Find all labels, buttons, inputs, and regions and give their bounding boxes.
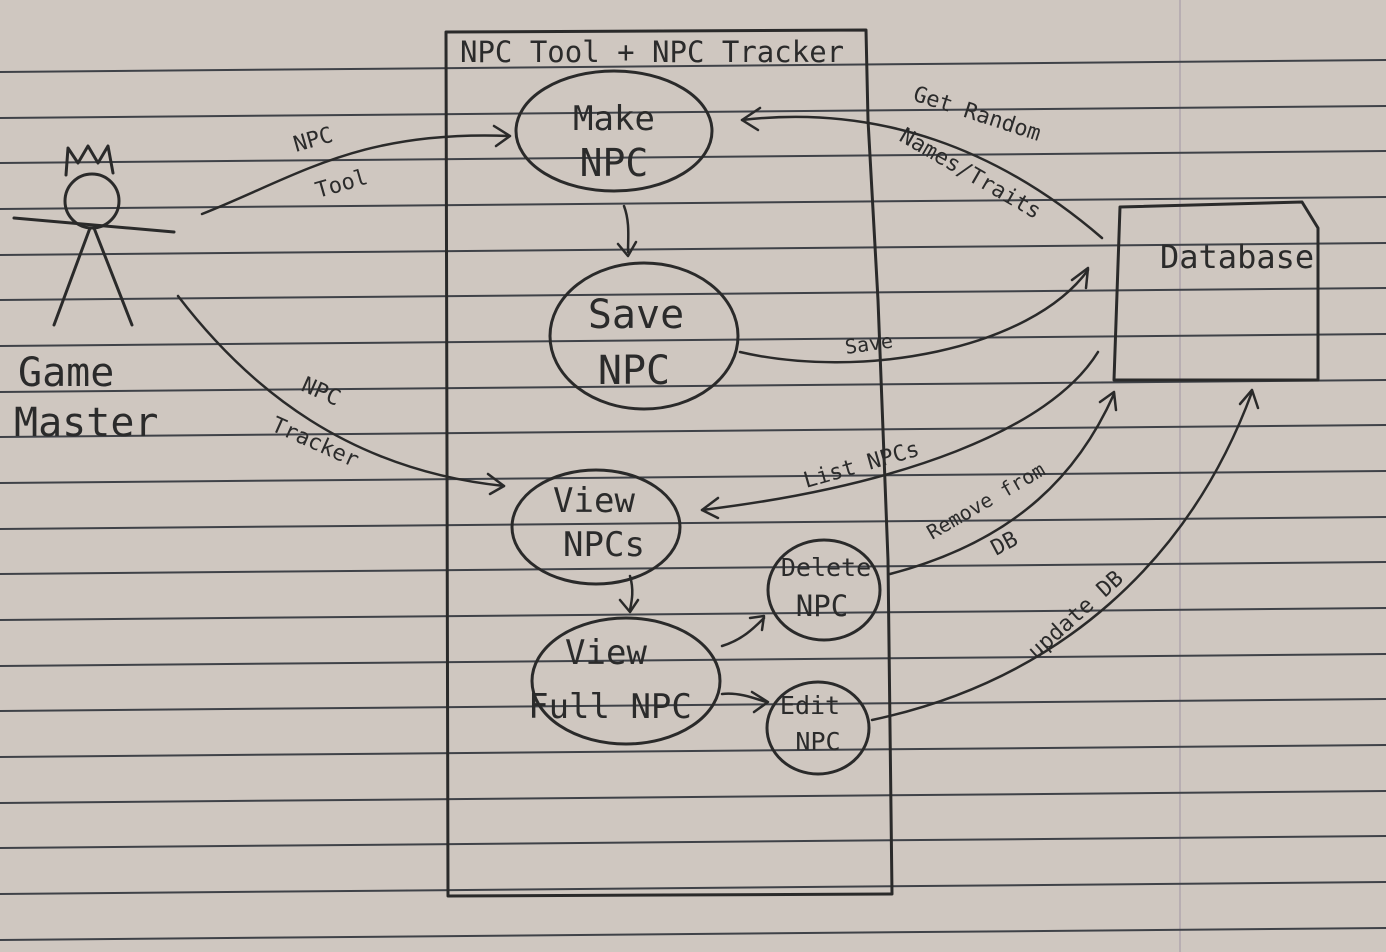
- view-full-npc-line2: Full NPC: [528, 687, 692, 727]
- save-npc-line1: Save: [588, 292, 684, 338]
- use-case-edit-npc: Edit NPC: [765, 680, 871, 776]
- view-full-npc-ellipse: [530, 616, 722, 746]
- list-npcs-label: List NPCs: [801, 437, 922, 494]
- delete-npc-line2: NPC: [796, 589, 848, 623]
- database-label: Database: [1160, 238, 1314, 276]
- crown-icon: [64, 144, 115, 177]
- connector-npcs-to-full: [618, 574, 640, 614]
- save-label: Save: [843, 328, 894, 358]
- view-full-npc-line1: View: [565, 633, 647, 673]
- actor-label-line2: Master: [14, 400, 159, 446]
- view-npcs-ellipse: [510, 468, 682, 586]
- database: Database: [1112, 200, 1320, 382]
- update-db-label: update DB: [1023, 566, 1128, 664]
- connector-list-npcs: List NPCs: [700, 350, 1100, 520]
- edit-npc-line1: Edit: [780, 691, 840, 720]
- edit-npc-ellipse: [765, 680, 871, 776]
- use-case-view-full-npc: View Full NPC: [528, 616, 722, 746]
- edit-npc-line2: NPC: [795, 727, 840, 756]
- npc-tool-label-line1: NPC: [291, 123, 336, 158]
- view-npcs-line2: NPCs: [563, 525, 645, 565]
- connector-npc-tool: NPC Tool: [200, 123, 512, 216]
- remove-from-label-line1: Remove from: [923, 457, 1050, 544]
- save-npc-ellipse: [548, 261, 740, 411]
- save-npc-line2: NPC: [598, 348, 670, 394]
- use-case-save-npc: Save NPC: [548, 261, 740, 411]
- connector-save: Save: [738, 266, 1090, 364]
- connector-make-to-save: [616, 204, 638, 258]
- make-npc-line1: Make: [573, 99, 655, 139]
- delete-npc-ellipse: [766, 538, 882, 642]
- npc-tracker-label-line1: NPC: [298, 373, 344, 412]
- database-box: [1112, 200, 1320, 382]
- use-case-view-npcs: View NPCs: [510, 468, 682, 586]
- system-boundary: [444, 28, 894, 898]
- connector-full-to-delete: [720, 614, 766, 648]
- actor-head: [63, 172, 121, 230]
- view-npcs-line1: View: [553, 481, 635, 521]
- delete-npc-line1: Delete: [781, 553, 871, 582]
- connector-get-random: Get Random Names/Traits: [740, 82, 1104, 240]
- connector-update-db: update DB: [870, 388, 1260, 722]
- actor-label-line1: Game: [18, 350, 114, 396]
- make-npc-ellipse: [514, 69, 714, 193]
- npc-tool-label-line2: Tool: [313, 165, 371, 204]
- connector-remove-from-db: Remove from DB: [888, 390, 1118, 576]
- connector-npc-tracker: NPC Tracker: [176, 294, 506, 496]
- use-case-delete-npc: Delete NPC: [766, 538, 882, 642]
- system-title: NPC Tool + NPC Tracker: [460, 35, 844, 69]
- connector-full-to-edit: [720, 690, 770, 714]
- make-npc-line2: NPC: [580, 141, 649, 185]
- game-master-actor: Game Master: [12, 144, 176, 446]
- use-case-make-npc: Make NPC: [514, 69, 714, 193]
